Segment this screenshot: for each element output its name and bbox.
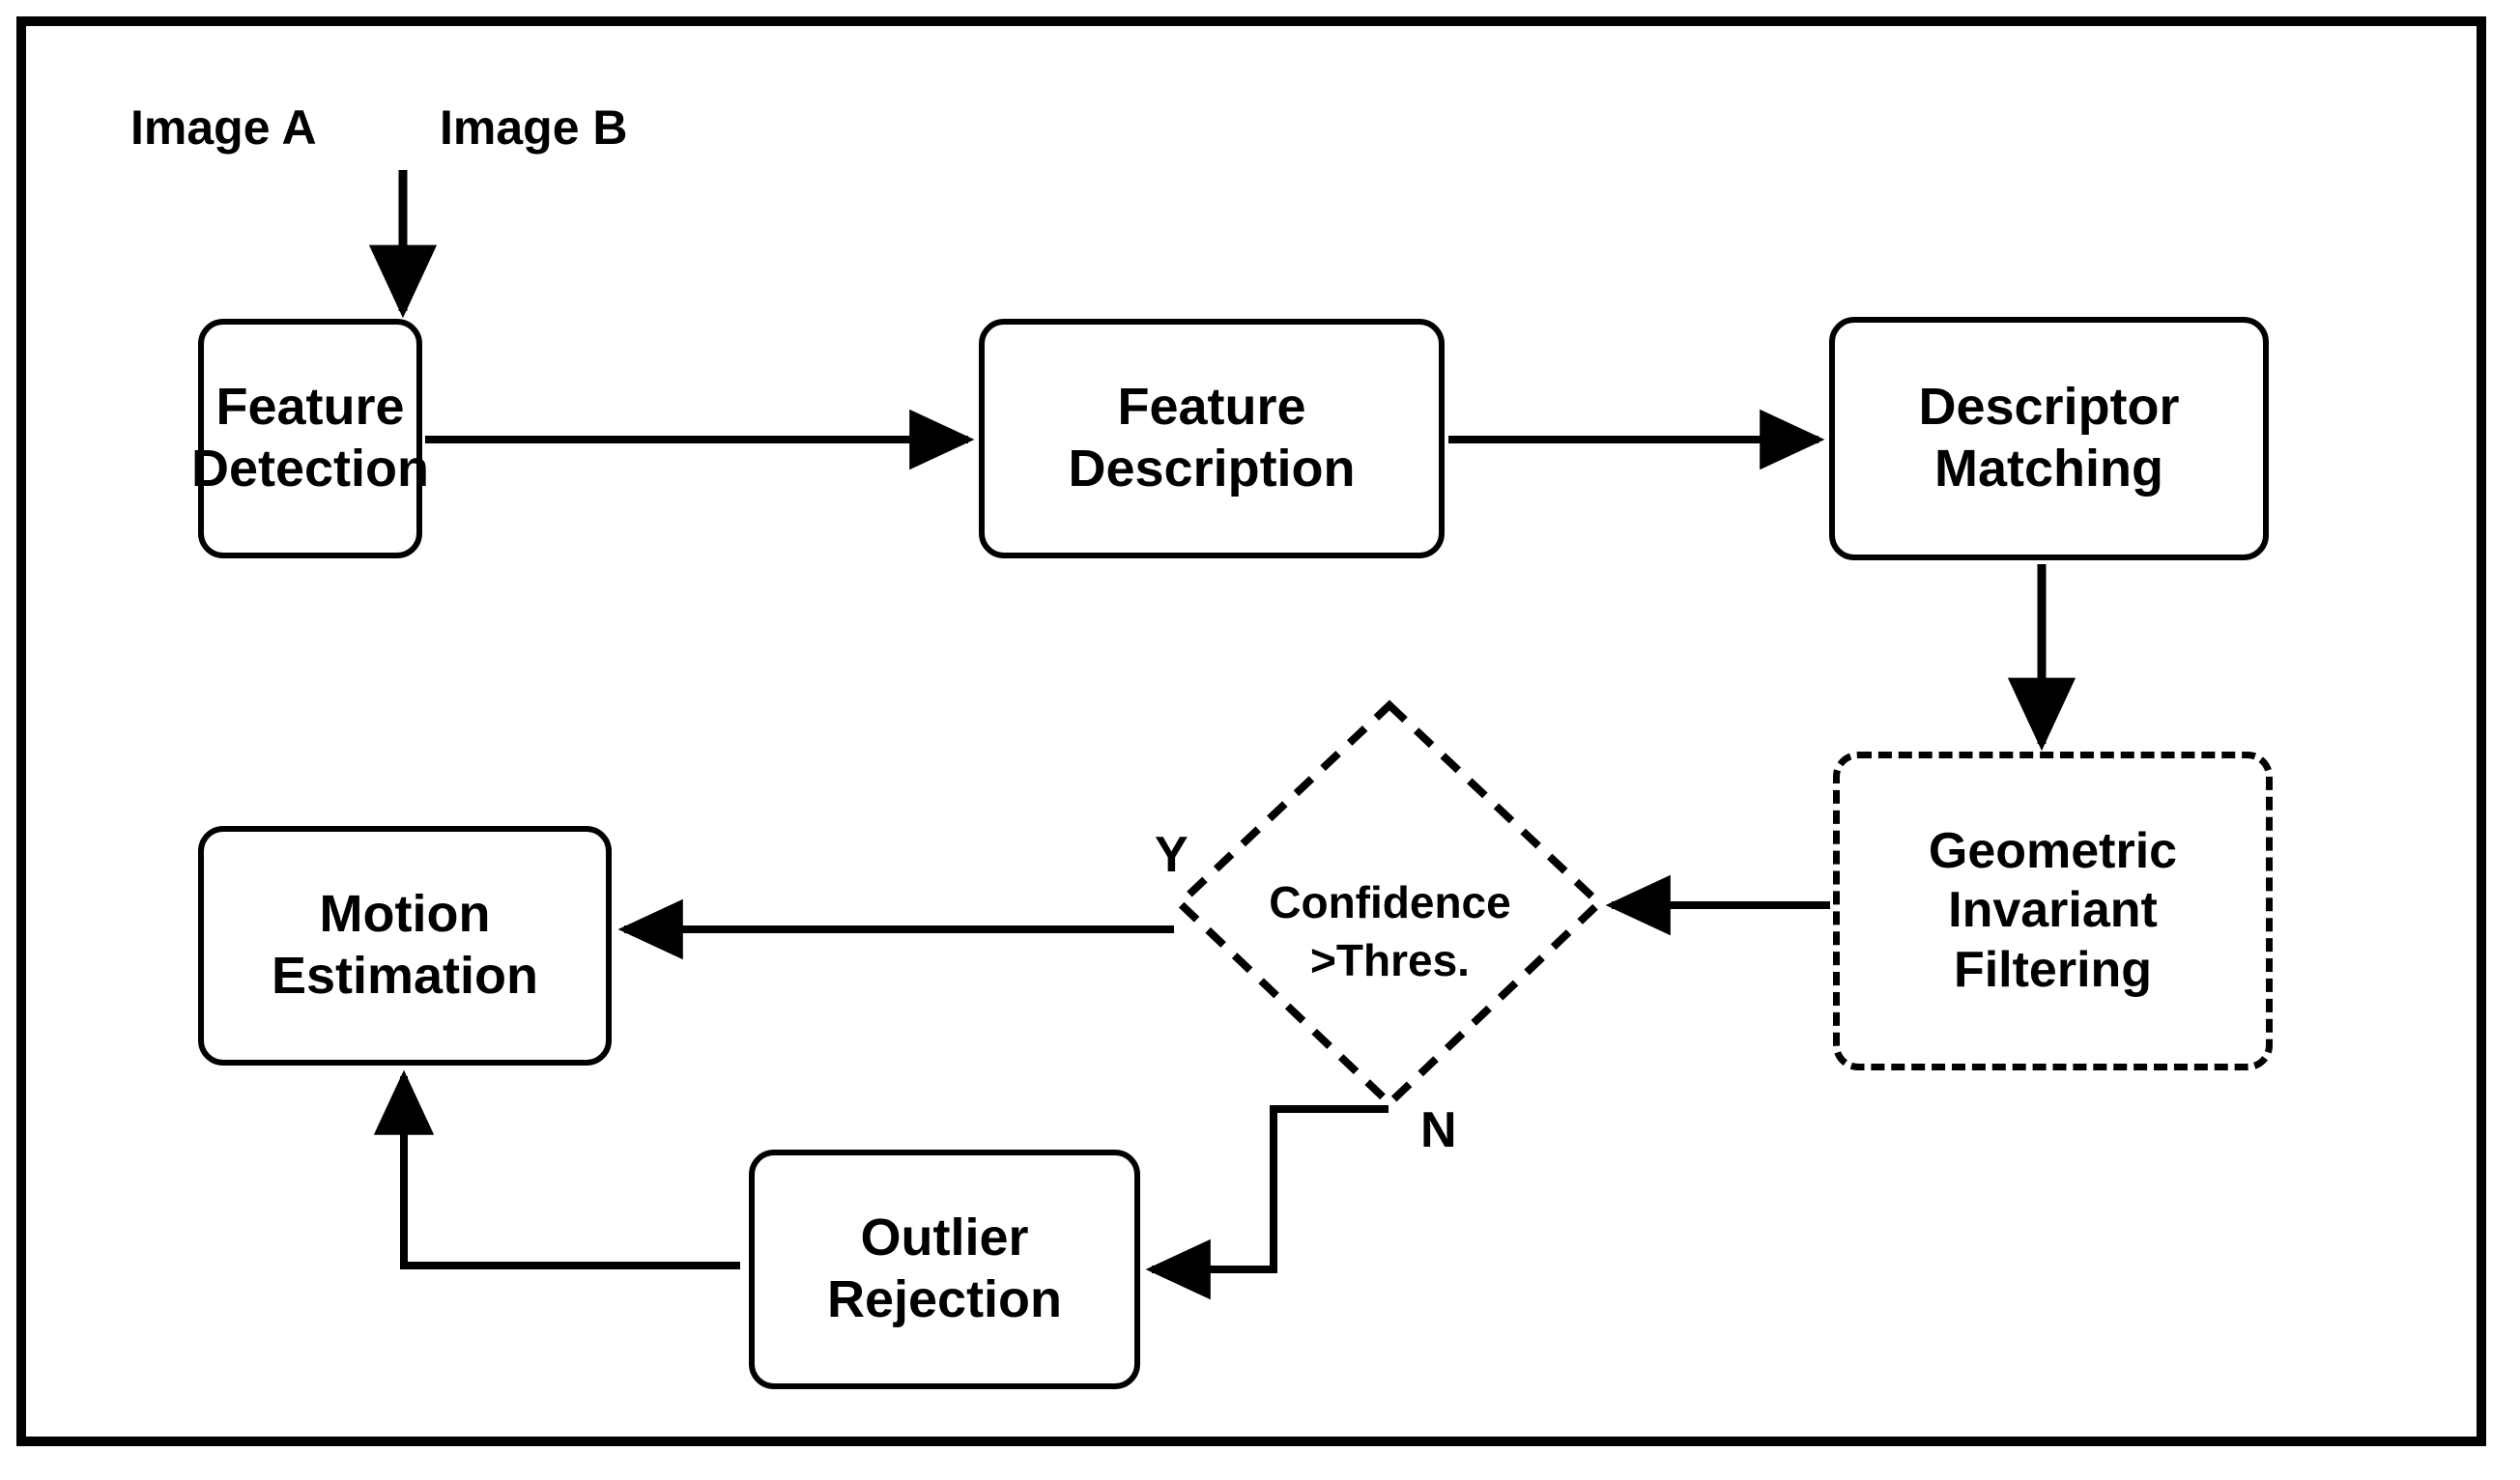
input-label-image-a: Image A <box>130 100 317 155</box>
node-feature-description[interactable]: Feature Description <box>979 319 1445 558</box>
node-decision-line2: >Thres. <box>1310 935 1470 985</box>
node-feature-description-line2: Description <box>1068 440 1356 498</box>
node-motion-estimation-line1: Motion <box>319 885 491 944</box>
edge-outlier-rejection-to-motion-estimation <box>373 1069 740 1269</box>
node-decision-line1: Confidence <box>1269 877 1511 928</box>
branch-label-no: N <box>1420 1102 1457 1158</box>
node-feature-detection-line2: Detection <box>190 440 430 498</box>
node-descriptor-matching-line2: Matching <box>1934 440 2163 498</box>
decision-diamond-outline <box>1174 699 1605 1109</box>
edge-decision-no-to-outlier-rejection <box>1145 1105 1389 1300</box>
node-geometric-invariant-filtering[interactable]: Geometric Invariant Filtering <box>1833 752 2273 1070</box>
node-geometric-filtering-line1: Geometric <box>1928 822 2178 879</box>
node-feature-description-line1: Feature <box>1117 378 1306 437</box>
node-descriptor-matching[interactable]: Descriptor Matching <box>1829 317 2269 560</box>
branch-label-yes: Y <box>1155 827 1188 883</box>
node-geometric-filtering-line3: Filtering <box>1953 941 2153 998</box>
node-feature-detection[interactable]: Feature Detection <box>191 319 429 558</box>
decision-label-group: Confidence >Thres. <box>1179 703 1601 1101</box>
node-outlier-rejection-line1: Outlier <box>860 1209 1029 1267</box>
node-feature-detection-line1: Feature <box>215 378 405 437</box>
node-descriptor-matching-line1: Descriptor <box>1918 378 2180 437</box>
node-motion-estimation-line2: Estimation <box>271 947 539 1005</box>
node-outlier-rejection[interactable]: Outlier Rejection <box>749 1150 1140 1389</box>
node-outlier-rejection-line2: Rejection <box>826 1270 1063 1328</box>
node-motion-estimation[interactable]: Motion Estimation <box>198 826 612 1066</box>
node-geometric-filtering-line2: Invariant <box>1948 882 2158 939</box>
node-decision-confidence-threshold[interactable]: Confidence >Thres. <box>1179 703 1601 1101</box>
input-label-image-b: Image B <box>440 100 628 155</box>
